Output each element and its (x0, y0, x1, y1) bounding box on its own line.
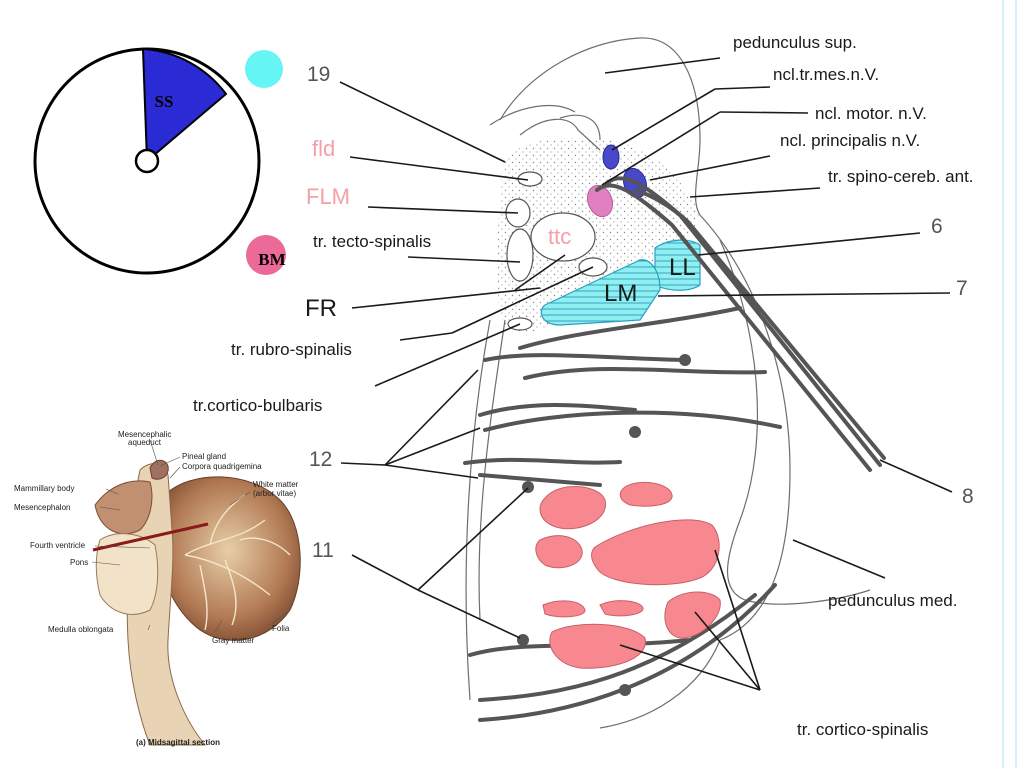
pink-dot-icon (246, 235, 286, 275)
pons-outline (465, 37, 871, 729)
number-19: 19 (307, 63, 330, 86)
number-6: 6 (931, 215, 943, 238)
inset-label-mesencephalon: Mesencephalon (14, 503, 70, 512)
cerebellum-shape (156, 476, 301, 641)
pontine-transverse-fibers (463, 306, 782, 722)
ss-legend-circle: SS (33, 47, 261, 275)
inset-label-medulla-oblongata: Medulla oblongata (48, 625, 114, 634)
arbor-vitae (184, 494, 291, 631)
label-tr-spino-cereb: tr. spino-cereb. ant. (828, 167, 974, 186)
inset-label-aqueduct: aqueduct (128, 438, 162, 447)
trigeminal-fibers (595, 176, 886, 472)
brainstem-shape (126, 463, 207, 746)
leader-lines (339, 57, 953, 691)
inset-label-mesencephalic-aqueduct: Mesencephalic (118, 430, 171, 439)
inset-label-pons: Pons (70, 558, 88, 567)
label-ttc: ttc (548, 224, 571, 249)
inset-caption: (a) Midsagittal section (136, 738, 220, 747)
inset-label-arbor-vitae: (arbor vitae) (253, 489, 296, 498)
number-7: 7 (956, 277, 968, 300)
label-ncl-motor: ncl. motor. n.V. (815, 104, 927, 123)
label-flm: FLM (306, 184, 350, 209)
label-lm: LM (604, 280, 637, 307)
ncl-motor-nucleus (586, 184, 614, 218)
number-11: 11 (312, 539, 334, 562)
legend-center-ring (134, 148, 160, 174)
inset-label-fourth-ventricle: Fourth ventricle (30, 541, 86, 550)
pineal-gland-shape (149, 459, 169, 480)
label-tr-cortico-bulbaris: tr.cortico-bulbaris (193, 396, 322, 415)
ss-label: SS (155, 92, 174, 111)
inset-leaders (91, 439, 291, 633)
label-tr-tecto-spinalis: tr. tecto-spinalis (313, 232, 431, 251)
inset-label-gray-matter: Gray matter (212, 636, 255, 645)
label-ll: LL (669, 254, 696, 281)
label-ncl-principalis: ncl. principalis n.V. (780, 131, 920, 150)
inset-label-mammillary-body: Mammillary body (14, 484, 74, 493)
mesencephalon-shape (94, 480, 153, 535)
section-plane-line (92, 522, 209, 552)
lemniscus-lateralis (654, 239, 701, 291)
pyramidal-bundles (535, 481, 721, 669)
ss-sector (141, 47, 228, 164)
inset-label-white-matter: White matter (253, 480, 299, 489)
label-fld: fld (312, 136, 335, 161)
label-ncl-tr-mes: ncl.tr.mes.n.V. (773, 65, 879, 84)
bm-label: BM (258, 250, 285, 269)
bm-marker: BM (246, 235, 286, 275)
tecto-spinal-bundle (506, 228, 534, 282)
inset-label-pineal-gland: Pineal gland (182, 452, 226, 461)
cyan-dot-icon (245, 50, 283, 88)
ttc-tract (530, 212, 596, 262)
lemniscus-medialis (540, 259, 661, 326)
inset-label-corpora-quadrigemina: Corpora quadrigemina (182, 462, 262, 471)
number-12: 12 (309, 448, 332, 471)
midsagittal-inset: Mesencephalic aqueduct Pineal gland Corp… (14, 430, 301, 747)
label-tr-cortico-spinalis: tr. cortico-spinalis (797, 720, 928, 739)
label-tr-rubro-spinalis: tr. rubro-spinalis (231, 340, 352, 359)
label-fr: FR (305, 295, 337, 322)
pons-shape (95, 533, 159, 615)
inset-label-folia: Folia (272, 624, 290, 633)
label-pedunculus-med: pedunculus med. (828, 591, 957, 610)
tegmentum (497, 138, 700, 332)
ncl-tr-mes-nucleus (602, 144, 620, 170)
number-8: 8 (962, 485, 974, 508)
label-pedunculus-sup: pedunculus sup. (733, 33, 857, 52)
